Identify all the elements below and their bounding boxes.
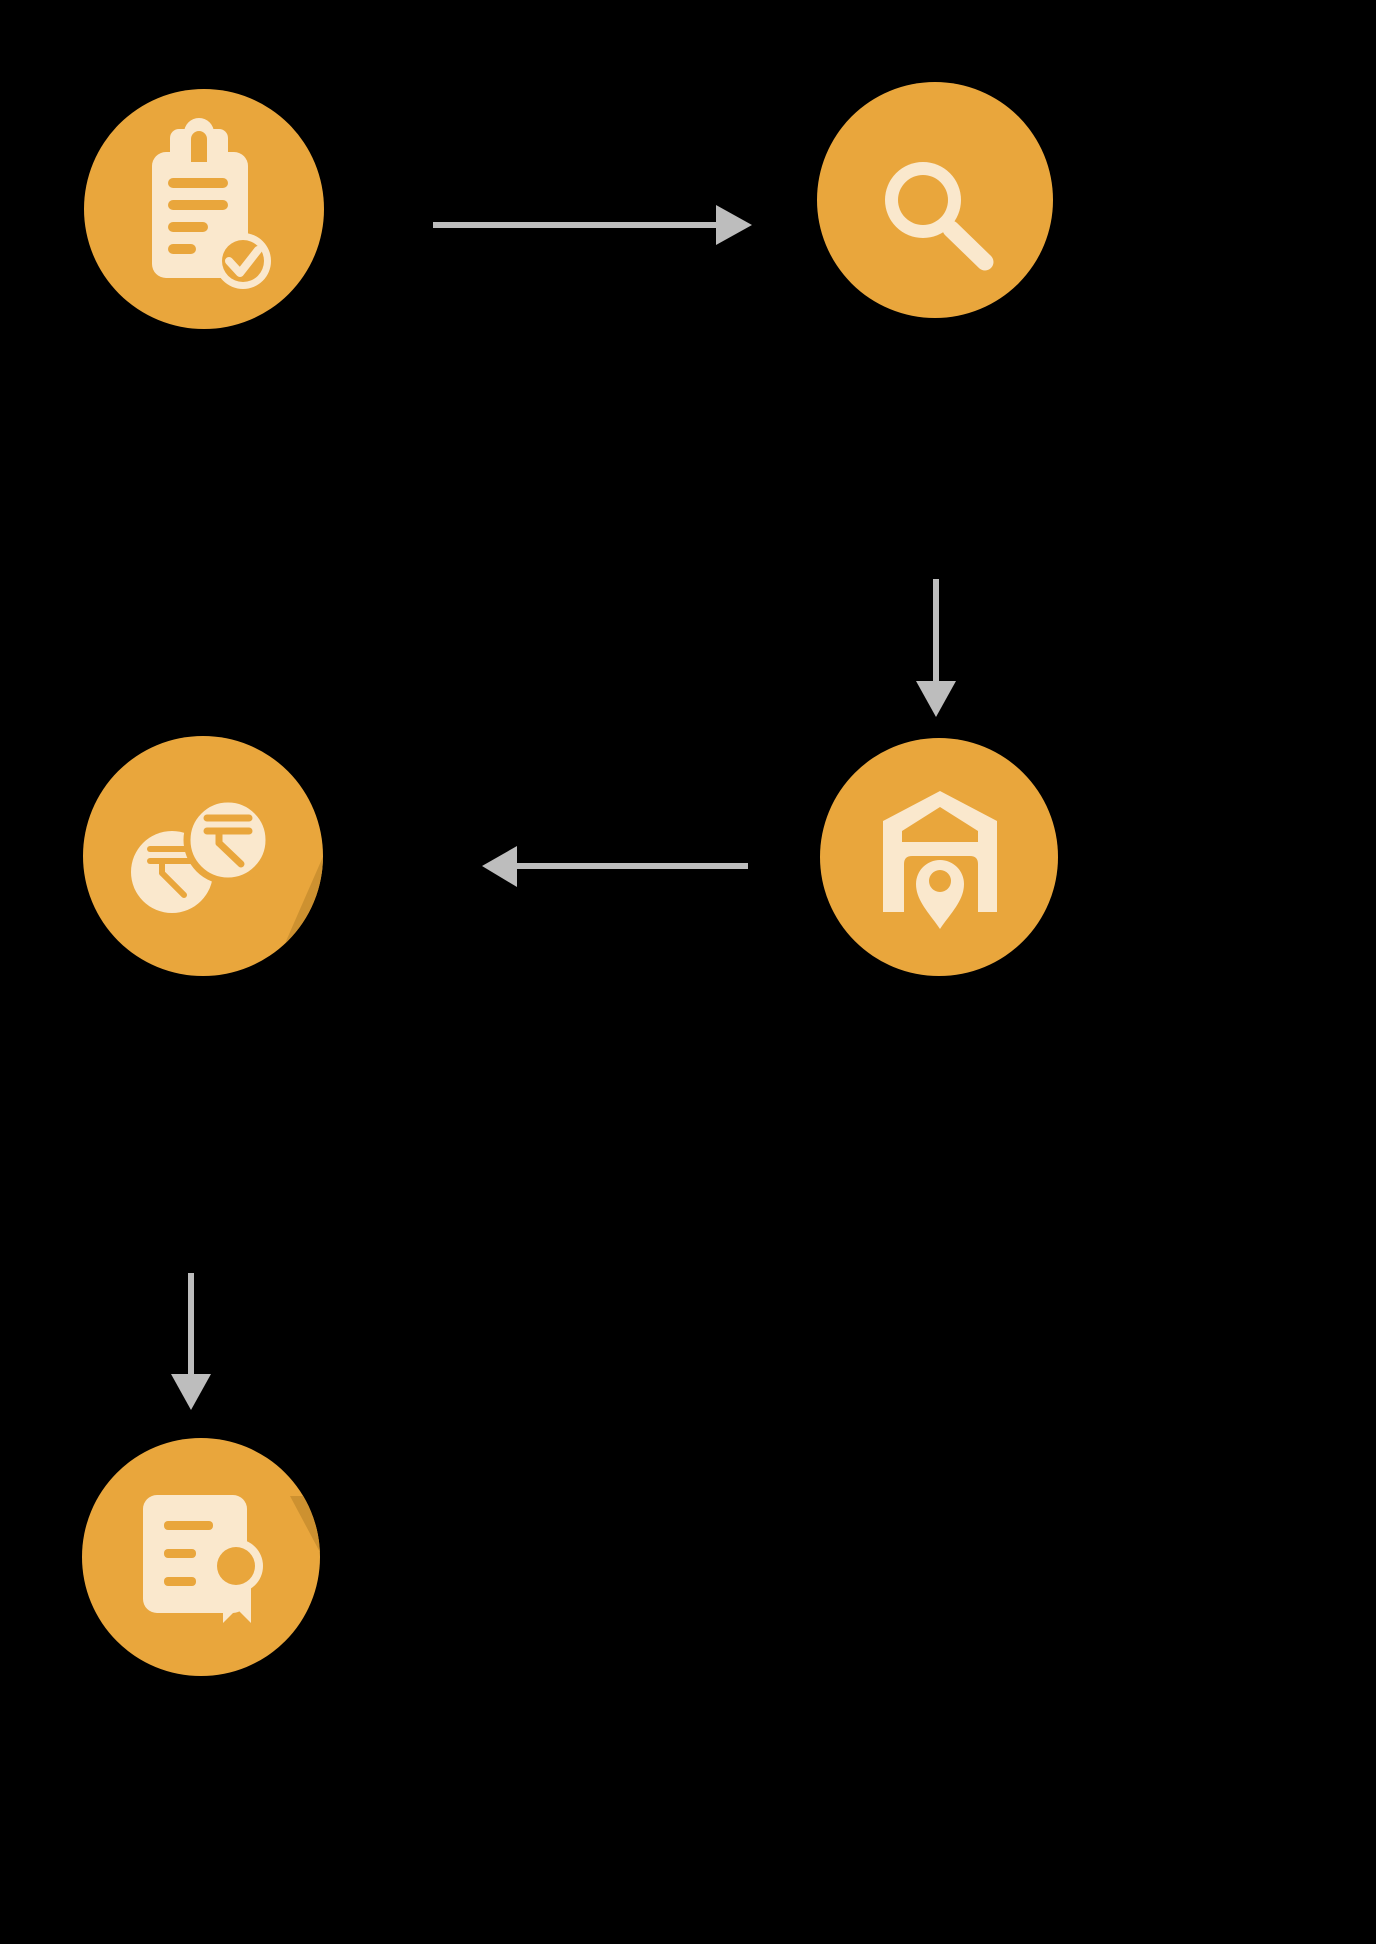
node-step-2 [817,82,1053,318]
arrow-head-left-icon [482,846,517,887]
rupee-coins-icon [131,795,273,913]
rosette-ribbon [223,1586,251,1623]
arrow-head-down-icon [171,1374,211,1410]
magnifier-icon [885,162,994,271]
node-step-5 [82,1438,320,1676]
arrow-step1-step2 [433,205,752,245]
front-coin [183,795,273,885]
magnifier-handle [942,220,994,271]
warehouse-shape [883,791,997,912]
node-step-4 [83,736,323,976]
clipboard-check-icon [152,118,271,289]
front-rupee-sign [203,814,253,868]
arrow-head-right-icon [716,205,752,245]
fold-shadow [280,852,323,955]
certificate-icon [143,1495,263,1623]
node-circle [820,738,1058,976]
node-step-3 [820,738,1058,976]
checkmark-icon [225,246,262,277]
arrow-step3-step4 [482,846,748,887]
fold-shadow [290,1496,320,1556]
location-pin-icon [916,860,964,929]
arrow-step4-step5 [171,1273,211,1410]
warehouse-location-icon [883,791,997,929]
arrow-step2-step3 [916,579,956,717]
node-step-1 [84,89,324,329]
arrow-head-down-icon [916,681,956,717]
